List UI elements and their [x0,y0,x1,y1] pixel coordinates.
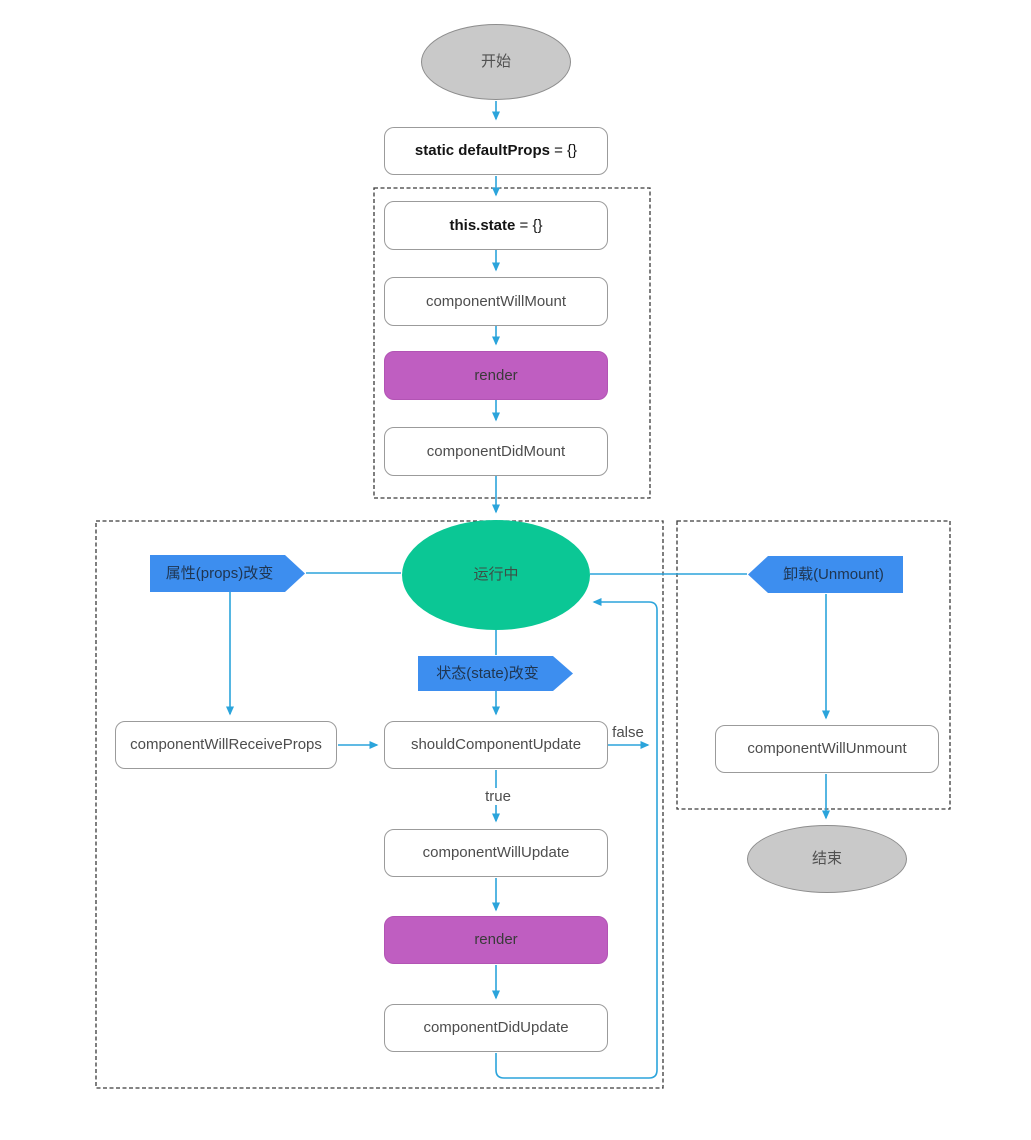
this-state-suffix: = {} [515,216,543,234]
start-label: 开始 [480,53,511,70]
node-component-will-mount: componentWillMount [384,277,608,326]
mounting-phase-group [373,187,651,499]
node-component-did-update: componentDidUpdate [384,1004,608,1052]
should-component-update-label: shouldComponentUpdate [410,736,582,753]
component-will-receive-props-label: componentWillReceiveProps [130,736,322,753]
state-change-label: 状态(state)改变 [436,664,539,682]
updating-phase-group [95,520,664,1089]
unmounting-phase-group [676,520,951,810]
default-props-code: static defaultProps [414,142,550,159]
running-label: 运行中 [473,566,519,583]
props-change-flag: 属性(props)改变 [150,555,305,592]
node-should-component-update: shouldComponentUpdate [384,721,608,769]
component-did-mount-label: componentDidMount [426,442,566,460]
unmount-flag-label: 卸载(Unmount) [783,565,884,583]
render-mount-label: render [474,366,518,384]
props-change-label: 属性(props)改变 [165,564,274,582]
node-component-did-mount: componentDidMount [384,427,608,476]
component-will-update-label: componentWillUpdate [422,844,570,861]
node-render-update: render [384,916,608,964]
default-props-suffix: = {} [549,142,578,159]
component-will-mount-label: componentWillMount [425,292,567,310]
render-update-label: render [474,931,518,948]
true-branch-label: true [478,788,518,805]
node-component-will-update: componentWillUpdate [384,829,608,877]
end-label: 结束 [811,850,842,867]
edge-didupdate-loop-to-running [495,598,658,1079]
unmount-flag: 卸载(Unmount) [748,556,903,593]
node-static-default-props: static defaultProps = {} [384,127,608,175]
node-render-mount: render [384,351,608,400]
end-terminal: 结束 [747,825,907,893]
node-this-state: this.state = {} [384,201,608,250]
this-state-code: this.state [449,216,516,234]
state-change-flag: 状态(state)改变 [418,656,573,691]
node-component-will-receive-props: componentWillReceiveProps [115,721,337,769]
component-did-update-label: componentDidUpdate [423,1019,569,1036]
running-state-ellipse: 运行中 [402,520,590,630]
false-branch-label: false [612,724,644,741]
component-will-unmount-label: componentWillUnmount [747,740,907,757]
node-component-will-unmount: componentWillUnmount [715,725,939,773]
start-terminal: 开始 [421,24,571,100]
